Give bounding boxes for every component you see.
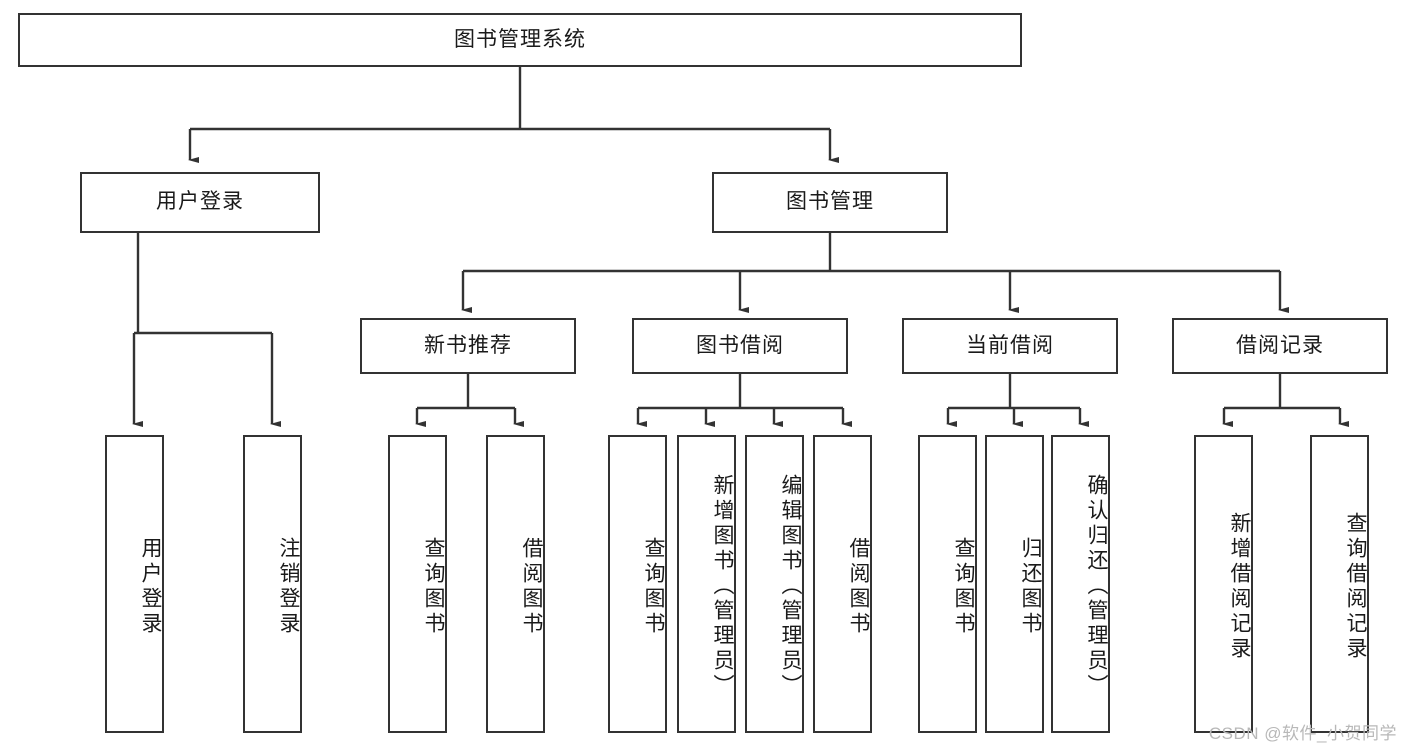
leaf-return-book[interactable]: 归还图书 <box>985 435 1044 733</box>
node-label: 新增借阅记录 <box>1228 512 1251 662</box>
node-book-manage[interactable]: 图书管理 <box>712 172 948 233</box>
leaf-edit-book-admin[interactable]: 编辑图书（管理员） <box>745 435 804 733</box>
node-label: 图书管理 <box>786 190 874 214</box>
node-new-book-recommend[interactable]: 新书推荐 <box>360 318 576 374</box>
node-label: 新增图书（管理员） <box>711 473 734 699</box>
node-current-borrow[interactable]: 当前借阅 <box>902 318 1118 374</box>
node-user-login[interactable]: 用户登录 <box>80 172 320 233</box>
node-label: 编辑图书（管理员） <box>779 473 802 699</box>
node-book-borrow[interactable]: 图书借阅 <box>632 318 848 374</box>
node-label: 用户登录 <box>156 190 244 214</box>
node-label: 归还图书 <box>1019 537 1042 637</box>
node-label: 确认归还（管理员） <box>1085 473 1108 699</box>
leaf-query-book-current[interactable]: 查询图书 <box>918 435 977 733</box>
node-label: 查询图书 <box>642 537 665 637</box>
node-label: 新书推荐 <box>424 333 512 357</box>
leaf-query-borrow-record[interactable]: 查询借阅记录 <box>1310 435 1369 733</box>
node-label: 查询图书 <box>952 537 975 637</box>
node-label: 用户登录 <box>139 537 162 637</box>
leaf-borrow-book-recommend[interactable]: 借阅图书 <box>486 435 545 733</box>
leaf-logout-login[interactable]: 注销登录 <box>243 435 302 733</box>
node-label: 借阅图书 <box>847 537 870 637</box>
leaf-add-book-admin[interactable]: 新增图书（管理员） <box>677 435 736 733</box>
node-label: 借阅图书 <box>520 537 543 637</box>
node-label: 查询借阅记录 <box>1344 512 1367 662</box>
node-label: 图书管理系统 <box>454 27 586 51</box>
node-label: 当前借阅 <box>966 333 1054 357</box>
leaf-query-book-recommend[interactable]: 查询图书 <box>388 435 447 733</box>
node-label: 图书借阅 <box>696 333 784 357</box>
node-root-system[interactable]: 图书管理系统 <box>18 13 1022 67</box>
node-label: 查询图书 <box>422 537 445 637</box>
leaf-query-book-borrow[interactable]: 查询图书 <box>608 435 667 733</box>
node-borrow-record[interactable]: 借阅记录 <box>1172 318 1388 374</box>
node-label: 注销登录 <box>277 537 300 637</box>
node-label: 借阅记录 <box>1236 333 1324 357</box>
leaf-user-login[interactable]: 用户登录 <box>105 435 164 733</box>
leaf-add-borrow-record[interactable]: 新增借阅记录 <box>1194 435 1253 733</box>
leaf-confirm-return-admin[interactable]: 确认归还（管理员） <box>1051 435 1110 733</box>
leaf-borrow-book-borrow[interactable]: 借阅图书 <box>813 435 872 733</box>
